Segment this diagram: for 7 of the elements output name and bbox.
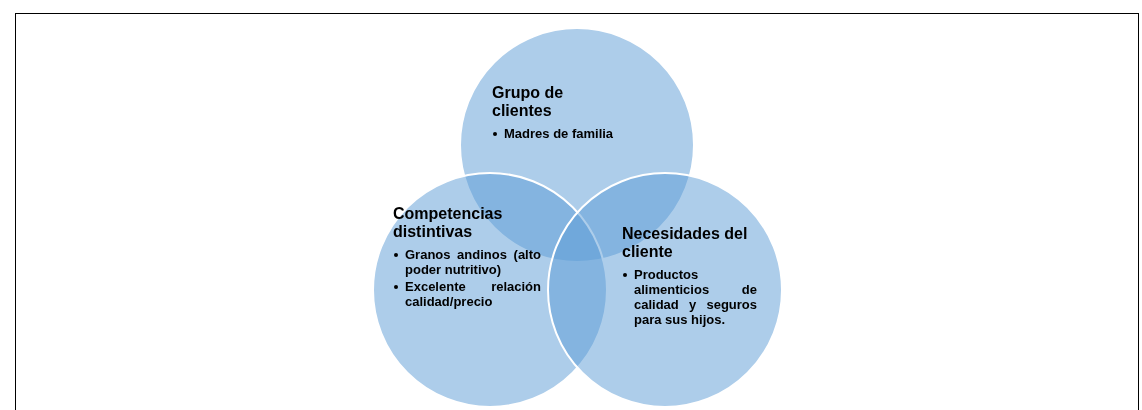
circle-heading: Grupo de clientes xyxy=(492,84,565,120)
bullet-text: Madres de familia xyxy=(504,126,615,141)
circle-heading: Necesidades del cliente xyxy=(622,225,749,261)
bullet-text: Productos alimenticios de calidad y seguros para sus hijos. xyxy=(634,267,757,327)
bullet-text: Granos andinos (alto poder nutritivo) xyxy=(405,247,541,277)
circle-heading: Competencias distintivas xyxy=(393,205,504,241)
bullet-text: Excelente relación calidad/precio xyxy=(405,279,541,309)
